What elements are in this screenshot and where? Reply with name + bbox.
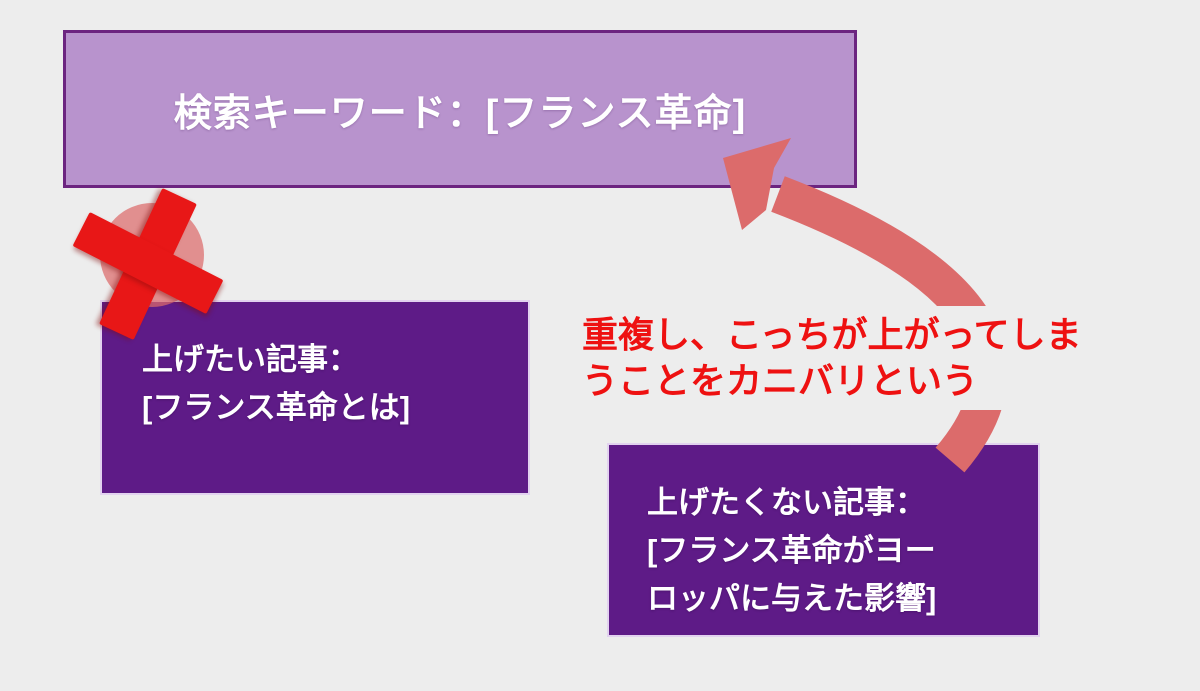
unwanted-article-box: 上げたくない記事： [フランス革命がヨー ロッパに与えた影響] [607,443,1040,637]
target-article-box: 上げたい記事： [フランス革命とは] [100,300,530,495]
cannibalization-note-line-1: 重複し、こっちが上がってしま [582,314,1082,355]
target-article-line-1: 上げたい記事： [142,342,359,377]
cross-mark [70,185,230,345]
cannibalization-note: 重複し、こっちが上がってしま うことをカニバリという [570,306,1182,410]
cannibalization-note-line-2: うことをカニバリという [582,360,979,401]
unwanted-article-line-1: 上げたくない記事： [647,485,926,520]
search-keyword-box: 検索キーワード：[フランス革命] [63,30,857,188]
search-keyword-label: 検索キーワード：[フランス革命] [173,92,747,135]
unwanted-article-line-3: ロッパに与えた影響] [647,581,937,616]
target-article-line-2: [フランス革命とは] [142,390,411,425]
unwanted-article-line-2: [フランス革命がヨー [647,533,936,568]
